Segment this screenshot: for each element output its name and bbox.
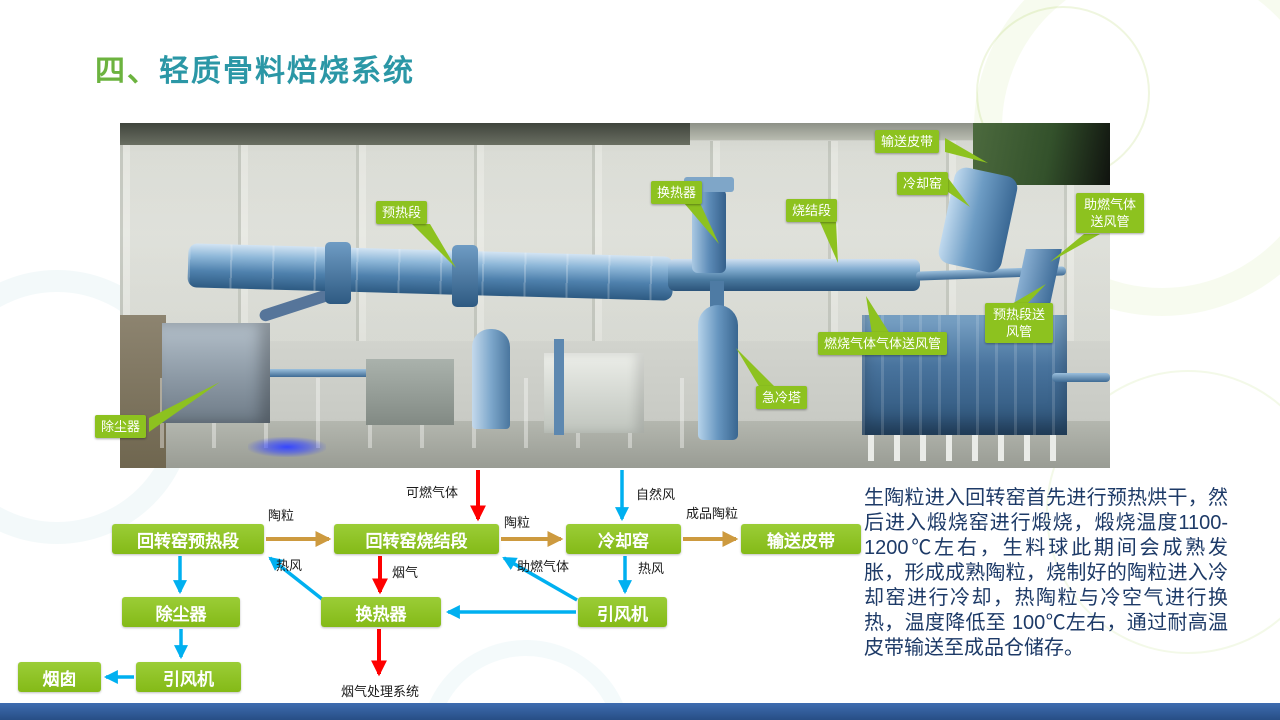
title-number: 四、 bbox=[95, 55, 159, 88]
flow-label-finished-ceramsite: 成品陶粒 bbox=[686, 506, 739, 521]
flow-box-fan-left: 引风机 bbox=[136, 662, 241, 692]
page-title: 四、轻质骨料焙烧系统 bbox=[95, 46, 415, 90]
title-text: 轻质骨料焙烧系统 bbox=[159, 55, 415, 88]
flow-label-flue-gas-treatment: 烟气处理系统 bbox=[341, 684, 420, 699]
flow-label-natural-air: 自然风 bbox=[636, 487, 676, 502]
flow-box-sinter-section: 回转窑烧结段 bbox=[334, 524, 499, 554]
equipment-box bbox=[366, 359, 454, 425]
blue-light-glow bbox=[248, 437, 326, 457]
callout-fuel-gas-pipe: 燃烧气体气体送风管 bbox=[818, 332, 948, 355]
flow-label-combustible-gas: 可燃气体 bbox=[406, 485, 459, 500]
flow-box-cooling-kiln: 冷却窑 bbox=[566, 524, 681, 554]
flow-box-chimney: 烟囱 bbox=[18, 662, 101, 692]
callout-cooling-kiln: 冷却窑 bbox=[897, 172, 949, 195]
flow-label-combustion-air: 助燃气体 bbox=[517, 559, 570, 574]
callout-dust-collector: 除尘器 bbox=[95, 415, 147, 438]
preheat-air-pipe bbox=[1052, 373, 1110, 382]
slide-footer-bar bbox=[0, 703, 1280, 720]
callout-preheat-section: 预热段 bbox=[376, 201, 428, 224]
flow-box-fan-right: 引风机 bbox=[578, 597, 667, 627]
equipment-unit bbox=[544, 339, 644, 435]
flow-box-heat-exchanger: 换热器 bbox=[321, 597, 441, 627]
flow-label-ceramsite-1: 陶粒 bbox=[268, 508, 295, 523]
flow-label-ceramsite-2: 陶粒 bbox=[504, 515, 531, 530]
flow-box-dust-collector: 除尘器 bbox=[122, 597, 240, 627]
flow-label-hot-air-1: 热风 bbox=[276, 558, 303, 573]
tank bbox=[472, 329, 510, 429]
flow-box-preheat-section: 回转窑预热段 bbox=[112, 524, 264, 554]
quench-tower-3d bbox=[698, 305, 738, 440]
plant-3d-render bbox=[120, 123, 1110, 468]
pipe bbox=[175, 369, 387, 377]
factory-roof bbox=[120, 123, 690, 145]
flow-label-flue-gas: 烟气 bbox=[392, 565, 419, 580]
flow-box-conveyor-belt: 输送皮带 bbox=[741, 524, 861, 554]
kiln-support-collar bbox=[452, 245, 478, 307]
callout-preheat-air-pipe: 预热段送风管 bbox=[985, 303, 1053, 343]
process-description: 生陶粒进入回转窑首先进行预热烘干，然后进入煅烧窑进行煅烧，煅烧温度1100-12… bbox=[864, 487, 1228, 659]
callout-sinter-section: 烧结段 bbox=[786, 199, 838, 222]
callout-heat-exchanger: 换热器 bbox=[651, 181, 703, 204]
callout-combustion-air-pipe: 助燃气体送风管 bbox=[1076, 193, 1144, 233]
callout-quench-tower: 急冷塔 bbox=[756, 386, 808, 409]
kiln-support-collar bbox=[325, 242, 351, 304]
dust-collector-3d bbox=[162, 323, 270, 423]
flow-label-hot-air-2: 热风 bbox=[638, 561, 665, 576]
callout-conveyor-belt: 输送皮带 bbox=[875, 130, 940, 153]
machine-legs bbox=[868, 435, 1064, 461]
